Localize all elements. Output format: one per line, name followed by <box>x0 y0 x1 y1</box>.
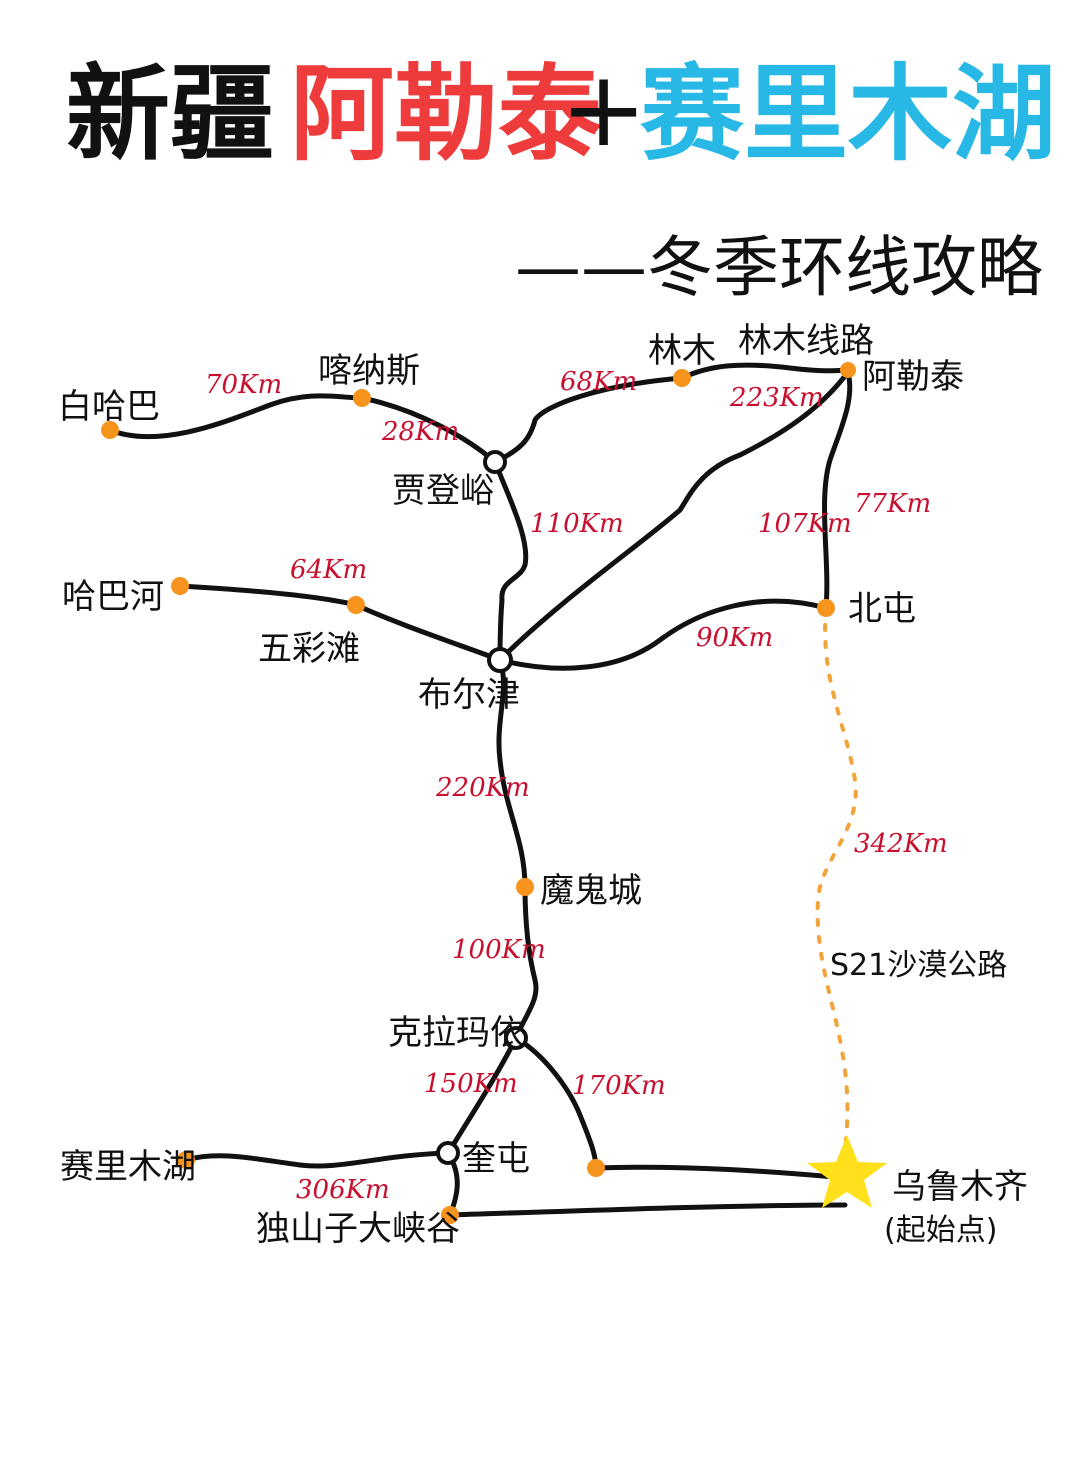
route-dushanzi-urumqi <box>447 1202 848 1218</box>
place-beitun: 北屯 <box>848 589 916 629</box>
route-wucaitan-burqin <box>353 602 503 663</box>
distance-karamay-urumqi: 170Km <box>572 1071 666 1101</box>
title-xinjiang: 新疆 <box>66 53 274 175</box>
orange-dot-icon <box>516 878 534 896</box>
place-kanas: 喀纳斯 <box>318 351 420 391</box>
orange-dot-icon <box>171 577 189 595</box>
place-dushanzi: 独山子大峡谷 <box>256 1209 460 1249</box>
desert-road-label: S21沙漠公路 <box>830 948 1007 983</box>
distance-kuitun-sayram: 306Km <box>296 1175 390 1205</box>
route-linmu-altay <box>679 362 851 381</box>
place-altay: 阿勒泰 <box>862 357 964 397</box>
star-icon <box>807 1135 887 1208</box>
place-karamay: 克拉玛依 <box>388 1013 524 1053</box>
route-moguicheng-karamay <box>513 884 539 1041</box>
orange-dot-icon <box>441 1206 459 1224</box>
distance-kanas-jiadengyu: 28Km <box>381 417 459 447</box>
route-altay-beitun <box>822 369 853 611</box>
place-linmu-road: 林木线路 <box>738 321 874 361</box>
orange-dot-icon <box>177 1151 195 1169</box>
distance-moguicheng-karamay: 100Km <box>452 935 546 965</box>
place-labels: 白哈巴 喀纳斯 贾登峪 林木 林木线路 阿勒泰 哈巴河 五彩滩 布尔津 北屯 魔… <box>58 321 1028 1249</box>
route-baihaba-kanas <box>107 393 365 440</box>
place-baihaba: 白哈巴 <box>58 387 160 427</box>
route-kuitun-sayram <box>183 1150 451 1169</box>
orange-dot-icon <box>101 421 119 439</box>
place-sayram: 赛里木湖 <box>60 1147 196 1187</box>
distance-burqin-moguicheng: 220Km <box>435 773 530 803</box>
route-burqin-moguicheng <box>496 657 528 890</box>
place-moguicheng: 魔鬼城 <box>540 871 642 911</box>
place-linmu: 林木 <box>648 331 716 371</box>
distance-baihaba-kanas: 70Km <box>205 370 282 400</box>
route-burqin-beitun <box>497 598 829 671</box>
orange-dot-icon <box>673 369 691 387</box>
orange-dot-icon <box>840 362 856 378</box>
route-karamay-urumqi <box>513 1035 848 1181</box>
junction-circle-icon <box>487 647 513 673</box>
junction-circle-icon <box>436 1141 460 1165</box>
distance-burqin-beitun: 90Km <box>696 623 773 653</box>
distance-karamay-kuitun: 150Km <box>424 1069 518 1099</box>
map-title: 新疆 阿勒泰 + 赛里木湖 <box>66 48 1056 175</box>
distance-altay-beitun: 77Km <box>854 489 931 519</box>
place-burqin: 布尔津 <box>418 675 520 715</box>
subtitle: ——冬季环线攻略 <box>515 229 1043 306</box>
distance-linmu-altay: 223Km <box>729 383 824 413</box>
distance-beitun-urumqi: 342Km <box>854 829 948 859</box>
route-beitun-urumqi-dashed <box>815 606 858 1152</box>
distance-jiadengyu-linmu: 68Km <box>560 367 637 397</box>
distance-altay-burqin: 107Km <box>758 509 852 539</box>
route-kanas-jiadengyu <box>359 395 498 465</box>
route-jiadengyu-burqin <box>492 459 529 663</box>
distance-labels: 70Km 28Km 68Km 223Km 110Km 64Km 107Km 77… <box>205 367 948 1205</box>
place-urumqi: 乌鲁木齐 <box>892 1167 1028 1207</box>
place-kuitun: 奎屯 <box>462 1139 530 1179</box>
orange-dot-icon <box>353 389 371 407</box>
orange-dot-icon <box>347 596 365 614</box>
junction-circle-icon <box>504 1026 528 1050</box>
place-jiadengyu: 贾登峪 <box>392 471 494 511</box>
title-altay: 阿勒泰 <box>290 53 603 175</box>
route-habahe-wucaitan <box>177 583 359 608</box>
place-wucaitan: 五彩滩 <box>258 629 360 669</box>
orange-dot-icon <box>587 1159 605 1177</box>
start-point-note: (起始点) <box>884 1213 997 1248</box>
title-sayram: 赛里木湖 <box>640 53 1056 175</box>
junction-circle-icon <box>483 450 507 474</box>
distance-jiadengyu-burqin: 110Km <box>530 509 624 539</box>
route-karamay-kuitun <box>445 1035 519 1156</box>
orange-dot-icon <box>817 599 835 617</box>
distance-habahe-wucaitan: 64Km <box>290 555 367 585</box>
route-altay-burqin <box>497 369 851 663</box>
place-habahe: 哈巴河 <box>62 577 164 617</box>
route-jiadengyu-linmu <box>492 375 685 465</box>
title-plus: + <box>560 48 647 170</box>
route-points <box>101 362 887 1224</box>
